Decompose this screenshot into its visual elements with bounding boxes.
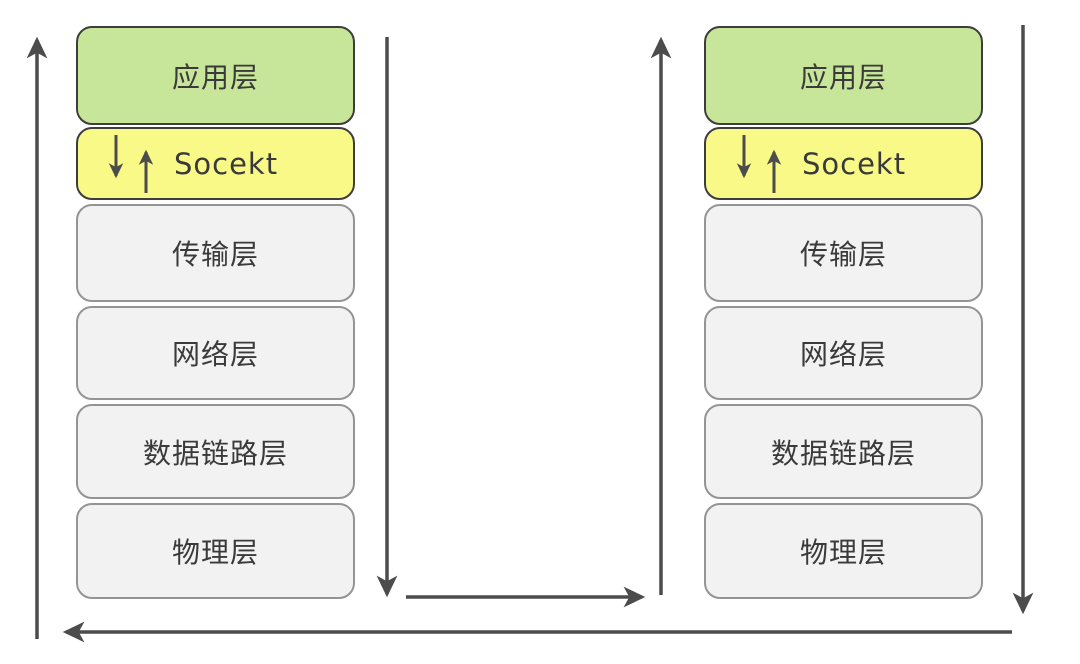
layer-label: 物理层: [171, 536, 259, 569]
layer-box-physical: 物理层: [76, 503, 355, 599]
layer-box-physical: 物理层: [704, 503, 983, 599]
layer-box-transport: 传输层: [704, 204, 983, 302]
layer-box-network: 网络层: [704, 306, 983, 400]
layer-box-application: 应用层: [76, 26, 355, 125]
layer-label: 数据链路层: [770, 436, 916, 470]
layer-label: 数据链路层: [142, 436, 288, 470]
up-arrow-icon: [766, 149, 782, 193]
layer-label: 网络层: [799, 338, 887, 371]
layer-box-datalink: 数据链路层: [704, 404, 983, 499]
layer-box-socket: Socekt: [76, 127, 355, 200]
layer-label: Socekt: [174, 146, 279, 181]
layer-label: 物理层: [799, 536, 887, 569]
layer-label: 应用层: [799, 60, 887, 94]
up-arrow-icon: [138, 149, 154, 193]
layer-label: Socekt: [802, 146, 907, 181]
layer-label: 传输层: [171, 238, 259, 271]
down-arrow-icon: [108, 134, 124, 178]
protocol-stack-left: 应用层 Socekt 传输层 网络层 数据链路层 物理层: [76, 0, 355, 664]
layer-box-socket: Socekt: [704, 127, 983, 200]
layer-label: 网络层: [171, 338, 259, 371]
layer-box-transport: 传输层: [76, 204, 355, 302]
layer-box-datalink: 数据链路层: [76, 404, 355, 499]
layer-label: 传输层: [799, 238, 887, 271]
protocol-stack-right: 应用层 Socekt 传输层 网络层 数据链路层 物理层: [704, 0, 983, 664]
layer-box-application: 应用层: [704, 26, 983, 125]
down-arrow-icon: [736, 134, 752, 178]
layer-box-network: 网络层: [76, 306, 355, 400]
layer-label: 应用层: [171, 60, 259, 94]
